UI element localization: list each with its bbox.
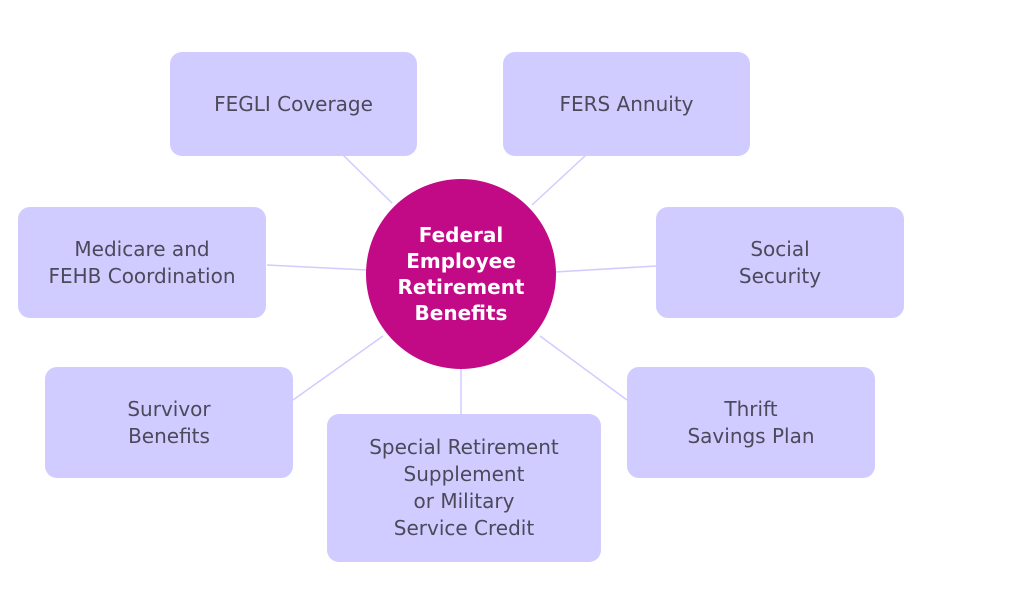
node-social-security: Social Security [656,207,904,318]
node-fegli-coverage: FEGLI Coverage [170,52,417,156]
link-tsp [539,335,628,401]
node-label: Special Retirement Supplement or Militar… [369,435,559,540]
center-node: Federal Employee Retirement Benefits [366,179,556,369]
link-fers [531,154,587,206]
node-label: Medicare and FEHB Coordination [48,236,236,288]
link-survivor [292,335,384,401]
link-social [554,265,657,273]
node-thrift-savings-plan: Thrift Savings Plan [627,367,875,478]
center-label: Federal Employee Retirement Benefits [397,223,525,325]
node-label: Thrift Savings Plan [687,396,815,448]
link-medicare [266,264,368,271]
node-medicare-fehb: Medicare and FEHB Coordination [18,207,266,318]
link-fegli [342,154,393,204]
node-label: FEGLI Coverage [214,91,373,116]
node-label: FERS Annuity [559,91,694,116]
node-fers-annuity: FERS Annuity [503,52,750,156]
node-survivor-benefits: Survivor Benefits [45,367,293,478]
node-label: Survivor Benefits [127,396,211,448]
node-label: Social Security [738,236,822,288]
node-special-retirement-supplement: Special Retirement Supplement or Militar… [327,414,601,562]
